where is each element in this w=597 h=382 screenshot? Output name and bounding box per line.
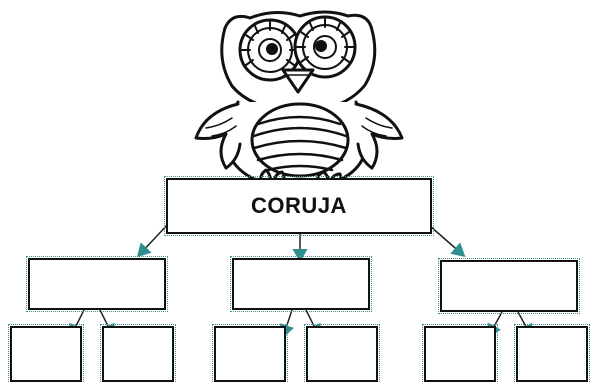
root-label: CORUJA [251, 193, 347, 218]
branch-box-left [26, 256, 168, 312]
leaf-box-right-1 [422, 324, 498, 382]
leaf-box-center-2 [304, 324, 380, 382]
branch-box-right [438, 258, 580, 314]
root-box: CORUJA [164, 176, 434, 236]
leaf-box-right-2 [514, 324, 590, 382]
leaf-box-left-2 [100, 324, 176, 382]
branch-box-center [230, 256, 372, 312]
leaf-box-left-1 [8, 324, 84, 382]
leaf-box-center-1 [212, 324, 288, 382]
